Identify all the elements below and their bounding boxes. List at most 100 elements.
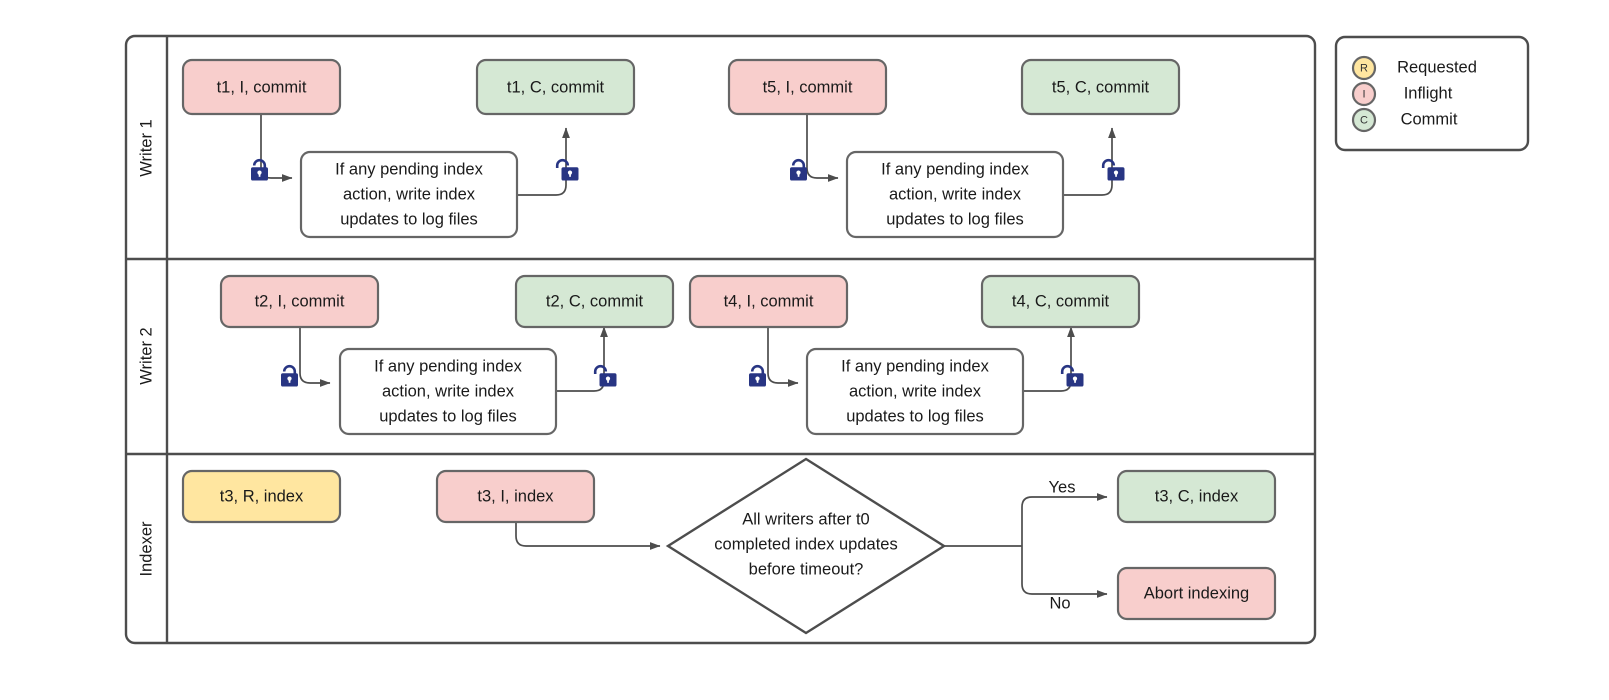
node-w2-t4-c[interactable]: t4, C, commit bbox=[980, 274, 1141, 329]
node-shape[interactable] bbox=[181, 58, 342, 116]
lock-open-icon bbox=[1101, 158, 1125, 181]
node-w1-t1-c[interactable]: t1, C, commit bbox=[475, 58, 636, 116]
node-shape[interactable] bbox=[514, 274, 675, 329]
lock-open-icon bbox=[593, 364, 617, 387]
node-shape[interactable] bbox=[475, 58, 636, 116]
node-label: t1, C, commit bbox=[507, 78, 605, 96]
w2-edge-step2-to-t4c bbox=[1023, 326, 1075, 392]
decision-label-line-3: before timeout? bbox=[749, 560, 864, 578]
node-label-line-1: If any pending index bbox=[881, 160, 1029, 178]
node-label-line-3: updates to log files bbox=[379, 407, 517, 425]
lane-label-writer-2: Writer 2 bbox=[137, 327, 155, 384]
w1-edge-t5i-to-step2 bbox=[806, 114, 839, 182]
lock-closed-icon bbox=[749, 364, 766, 387]
node-label-line-2: action, write index bbox=[382, 382, 515, 400]
legend-label: Inflight bbox=[1404, 84, 1453, 102]
w2-edge-t2i-to-step1 bbox=[299, 327, 331, 387]
edge-label-yes: Yes bbox=[1049, 478, 1076, 496]
node-ix-t3-i[interactable]: t3, I, index bbox=[435, 469, 596, 524]
ix-edge-yes-to-t3c bbox=[1021, 493, 1108, 546]
lane-label-text: Writer 1 bbox=[137, 119, 155, 176]
node-w1-t5-i[interactable]: t5, I, commit bbox=[727, 58, 888, 116]
node-shape[interactable] bbox=[727, 58, 888, 116]
node-label: t5, I, commit bbox=[763, 78, 853, 96]
node-label-line-3: updates to log files bbox=[846, 407, 984, 425]
lane-content-writer-1: t1, I, commit If any pending index actio… bbox=[181, 58, 1181, 239]
node-w1-t1-i[interactable]: t1, I, commit bbox=[181, 58, 342, 116]
lock-closed-icon bbox=[281, 364, 298, 387]
node-label-line-2: action, write index bbox=[889, 185, 1022, 203]
node-shape[interactable] bbox=[1116, 469, 1277, 524]
badge-letter: C bbox=[1360, 114, 1368, 126]
node-shape[interactable] bbox=[435, 469, 596, 524]
node-w1-step-2[interactable]: If any pending index action, write index… bbox=[845, 150, 1065, 239]
node-label-line-1: If any pending index bbox=[374, 357, 522, 375]
node-label: t2, I, commit bbox=[255, 292, 345, 310]
lock-open-icon bbox=[555, 158, 579, 181]
lane-label-text: Indexer bbox=[137, 521, 155, 577]
node-w2-step-1[interactable]: If any pending index action, write index… bbox=[338, 347, 558, 436]
decision-label-line-2: completed index updates bbox=[714, 535, 897, 553]
node-label: t5, C, commit bbox=[1052, 78, 1150, 96]
pool-outline bbox=[124, 34, 1317, 645]
node-ix-t3-r[interactable]: t3, R, index bbox=[181, 469, 342, 524]
node-label-line-2: action, write index bbox=[343, 185, 476, 203]
node-w1-step-1[interactable]: If any pending index action, write index… bbox=[299, 150, 519, 239]
legend-item-inflight[interactable]: I Inflight bbox=[1351, 81, 1453, 107]
node-w2-t2-i[interactable]: t2, I, commit bbox=[219, 274, 380, 329]
node-w1-t5-c[interactable]: t5, C, commit bbox=[1020, 58, 1181, 116]
node-label: t4, C, commit bbox=[1012, 292, 1110, 310]
legend-item-requested[interactable]: R Requested bbox=[1351, 55, 1477, 81]
w1-edge-step2-to-t5c bbox=[1063, 127, 1116, 196]
node-shape[interactable] bbox=[688, 274, 849, 329]
lane-content-indexer: t3, R, index t3, I, index All writers af… bbox=[181, 457, 1277, 635]
node-shape[interactable] bbox=[219, 274, 380, 329]
lock-closed-icon bbox=[251, 158, 268, 181]
node-w2-t4-i[interactable]: t4, I, commit bbox=[688, 274, 849, 329]
lane-label-indexer: Indexer bbox=[137, 521, 155, 577]
node-shape[interactable] bbox=[805, 347, 1025, 436]
legend-item-commit[interactable]: C Commit bbox=[1351, 107, 1458, 133]
indexer-connectors bbox=[515, 493, 1108, 598]
node-ix-t3-c[interactable]: t3, C, index bbox=[1116, 469, 1277, 524]
w2-edge-t4i-to-step2 bbox=[767, 327, 799, 387]
node-shape[interactable] bbox=[1116, 566, 1277, 621]
decision-label-line-1: All writers after t0 bbox=[742, 510, 869, 528]
ix-edge-no-to-abort bbox=[1021, 546, 1108, 598]
badge-letter: I bbox=[1362, 88, 1365, 100]
legend-panel: R Requested I Inflight C Commit bbox=[1334, 35, 1530, 152]
node-label: t3, R, index bbox=[220, 487, 304, 505]
node-shape[interactable] bbox=[980, 274, 1141, 329]
node-label-line-1: If any pending index bbox=[335, 160, 483, 178]
lane-label-text: Writer 2 bbox=[137, 327, 155, 384]
decision-shape[interactable] bbox=[665, 457, 947, 635]
node-label-line-1: If any pending index bbox=[841, 357, 989, 375]
node-ix-decision[interactable]: All writers after t0 completed index upd… bbox=[665, 457, 947, 635]
legend-outline bbox=[1334, 35, 1530, 152]
node-label-line-3: updates to log files bbox=[340, 210, 478, 228]
node-label: Abort indexing bbox=[1144, 584, 1250, 602]
lane-content-writer-2: t2, I, commit If any pending index actio… bbox=[219, 274, 1141, 436]
node-shape[interactable] bbox=[181, 469, 342, 524]
w1-connectors-2 bbox=[806, 114, 1116, 196]
node-shape[interactable] bbox=[299, 150, 519, 239]
node-label-line-2: action, write index bbox=[849, 382, 982, 400]
node-shape[interactable] bbox=[1020, 58, 1181, 116]
badge-inflight-icon bbox=[1351, 81, 1377, 107]
node-w2-t2-c[interactable]: t2, C, commit bbox=[514, 274, 675, 329]
w1-edge-step1-to-t1c bbox=[517, 127, 570, 196]
node-shape[interactable] bbox=[338, 347, 558, 436]
badge-commit-icon bbox=[1351, 107, 1377, 133]
node-label-line-3: updates to log files bbox=[886, 210, 1024, 228]
lock-closed-icon bbox=[790, 158, 807, 181]
w2-edge-step1-to-t2c bbox=[556, 326, 608, 392]
ix-edge-t3i-to-decision bbox=[515, 523, 661, 550]
node-ix-abort[interactable]: Abort indexing bbox=[1116, 566, 1277, 621]
node-label: t4, I, commit bbox=[724, 292, 814, 310]
swimlane-pool bbox=[124, 34, 1317, 645]
lane-label-writer-1: Writer 1 bbox=[137, 119, 155, 176]
node-shape[interactable] bbox=[845, 150, 1065, 239]
node-w2-step-2[interactable]: If any pending index action, write index… bbox=[805, 347, 1025, 436]
